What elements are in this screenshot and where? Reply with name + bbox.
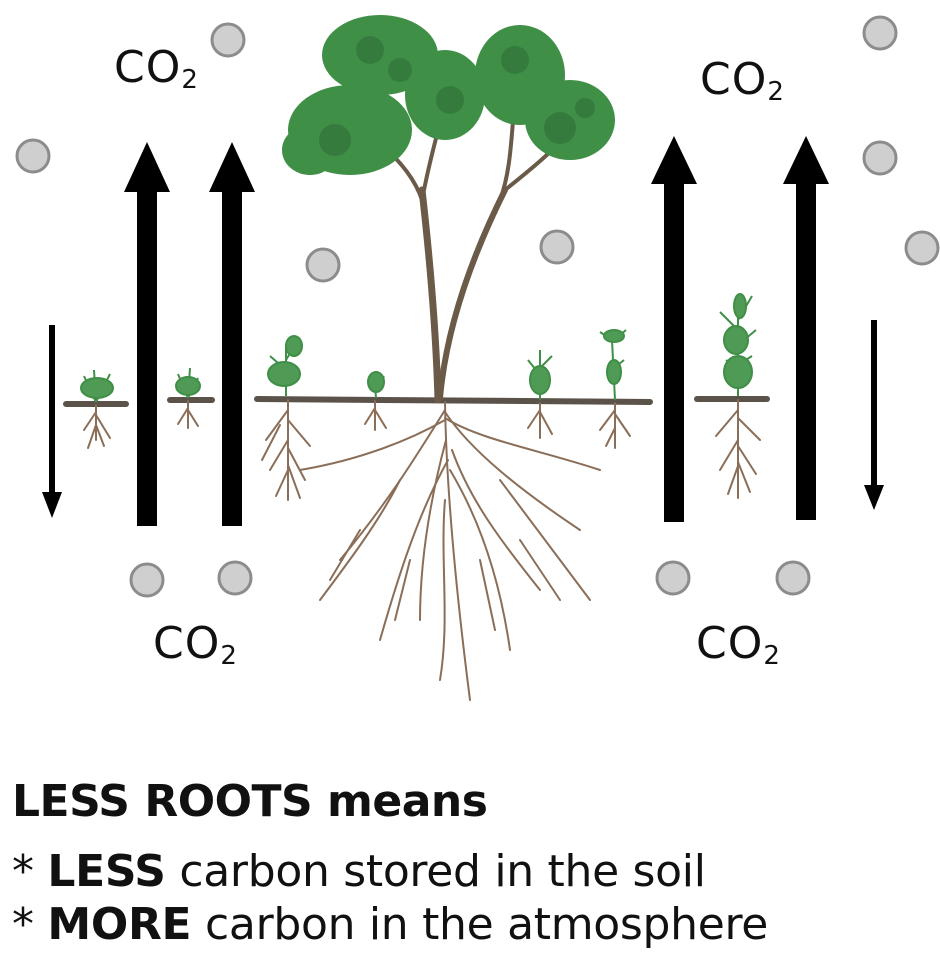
co2-molecule xyxy=(775,560,811,596)
up-arrow-icon xyxy=(783,136,829,520)
co2-molecule xyxy=(862,15,898,51)
caption-bullet-more: * MORE carbon in the atmosphere xyxy=(12,899,769,951)
co2-molecule xyxy=(217,560,253,596)
co2-molecule xyxy=(129,562,165,598)
down-arrow-icon xyxy=(42,325,62,518)
plant xyxy=(527,350,553,400)
plant xyxy=(267,335,303,396)
plant-shoots xyxy=(80,293,757,403)
co2-molecule xyxy=(15,138,51,174)
co2-label-bottom-left: CO2 xyxy=(153,618,238,671)
co2-molecule xyxy=(210,22,246,58)
plant xyxy=(367,371,385,399)
carbon-cycle-illustration xyxy=(15,15,940,701)
plant-roots xyxy=(83,399,761,501)
plant xyxy=(80,369,114,403)
co2-molecule xyxy=(655,560,691,596)
co2-molecules xyxy=(15,15,940,598)
soil-surface xyxy=(63,396,770,407)
down-arrow-icon xyxy=(864,320,884,510)
up-arrow-icon xyxy=(651,136,697,522)
caption: LESS ROOTS means * LESS carbon stored in… xyxy=(12,776,932,952)
co2-label-top-left: CO2 xyxy=(114,42,199,95)
upward-arrows xyxy=(124,136,829,526)
caption-headline: LESS ROOTS means xyxy=(12,776,488,827)
plant xyxy=(599,329,627,401)
co2-molecule xyxy=(862,140,898,176)
tree-roots xyxy=(299,401,601,701)
co2-label-bottom-right: CO2 xyxy=(696,618,781,671)
up-arrow-icon xyxy=(124,142,170,526)
co2-label-top-right: CO2 xyxy=(700,54,785,107)
tree-foliage xyxy=(282,15,615,175)
downward-arrows xyxy=(42,320,884,518)
plant xyxy=(175,367,201,399)
up-arrow-icon xyxy=(209,142,255,526)
co2-molecule xyxy=(305,247,341,283)
co2-molecule xyxy=(539,229,575,265)
caption-bullet-less: * LESS carbon stored in the soil xyxy=(12,845,706,897)
co2-molecule xyxy=(904,230,940,266)
plant xyxy=(719,293,757,396)
